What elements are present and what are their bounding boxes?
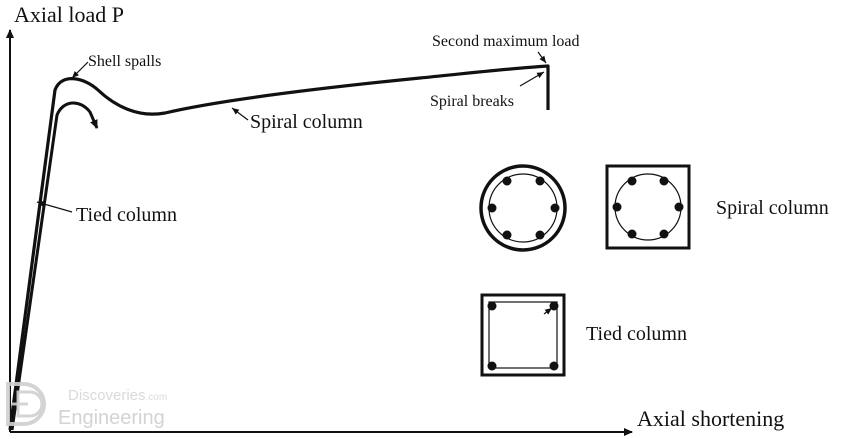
- second-max-load-leader: [537, 51, 547, 64]
- rebar-dot: [659, 229, 669, 239]
- rebar-dot: [627, 229, 637, 239]
- square-spiral-section: [605, 164, 691, 250]
- second-max-load-label: Second maximum load: [432, 33, 580, 50]
- rebar-dot: [612, 202, 622, 212]
- shell-spalls-leader: [71, 61, 89, 79]
- rebar-dot: [502, 176, 512, 186]
- tied-column-curve: [10, 101, 99, 431]
- rebar-dot: [549, 361, 559, 371]
- watermark-engineering: Engineering: [58, 407, 165, 429]
- rebar-dot: [487, 203, 497, 213]
- watermark-discoveries: Discoveries.com: [68, 387, 167, 404]
- spiral-column-curve: [8, 64, 550, 431]
- tied-column-section: [480, 293, 566, 377]
- rebar-dot: [550, 203, 560, 213]
- rebar-dot: [627, 176, 637, 186]
- tied-column-curve-label: Tied column: [76, 204, 177, 226]
- rebar-dot: [535, 230, 545, 240]
- y-axis-label: Axial load P: [14, 2, 124, 27]
- rebar-dot: [535, 176, 545, 186]
- spiral-breaks-leader: [519, 71, 545, 87]
- circular-spiral-section: [479, 164, 567, 252]
- rebar-dot: [659, 176, 669, 186]
- logo-icon: [6, 382, 46, 426]
- spiral-column-section-label: Spiral column: [716, 197, 829, 219]
- x-axis-label: Axial shortening: [637, 406, 784, 431]
- rebar-dot: [487, 361, 497, 371]
- watermark-logo: Discoveries.com Engineering: [6, 382, 167, 429]
- rebar-dot: [487, 301, 497, 311]
- spiral-column-leader: [231, 107, 249, 121]
- rebar-dot: [502, 230, 512, 240]
- tied-column-section-label: Tied column: [586, 323, 687, 345]
- rebar-dot: [674, 202, 684, 212]
- shell-spalls-label: Shell spalls: [88, 53, 161, 70]
- spiral-column-curve-label: Spiral column: [250, 111, 363, 133]
- tied-column-leader: [36, 201, 73, 213]
- spiral-breaks-label: Spiral breaks: [430, 93, 514, 110]
